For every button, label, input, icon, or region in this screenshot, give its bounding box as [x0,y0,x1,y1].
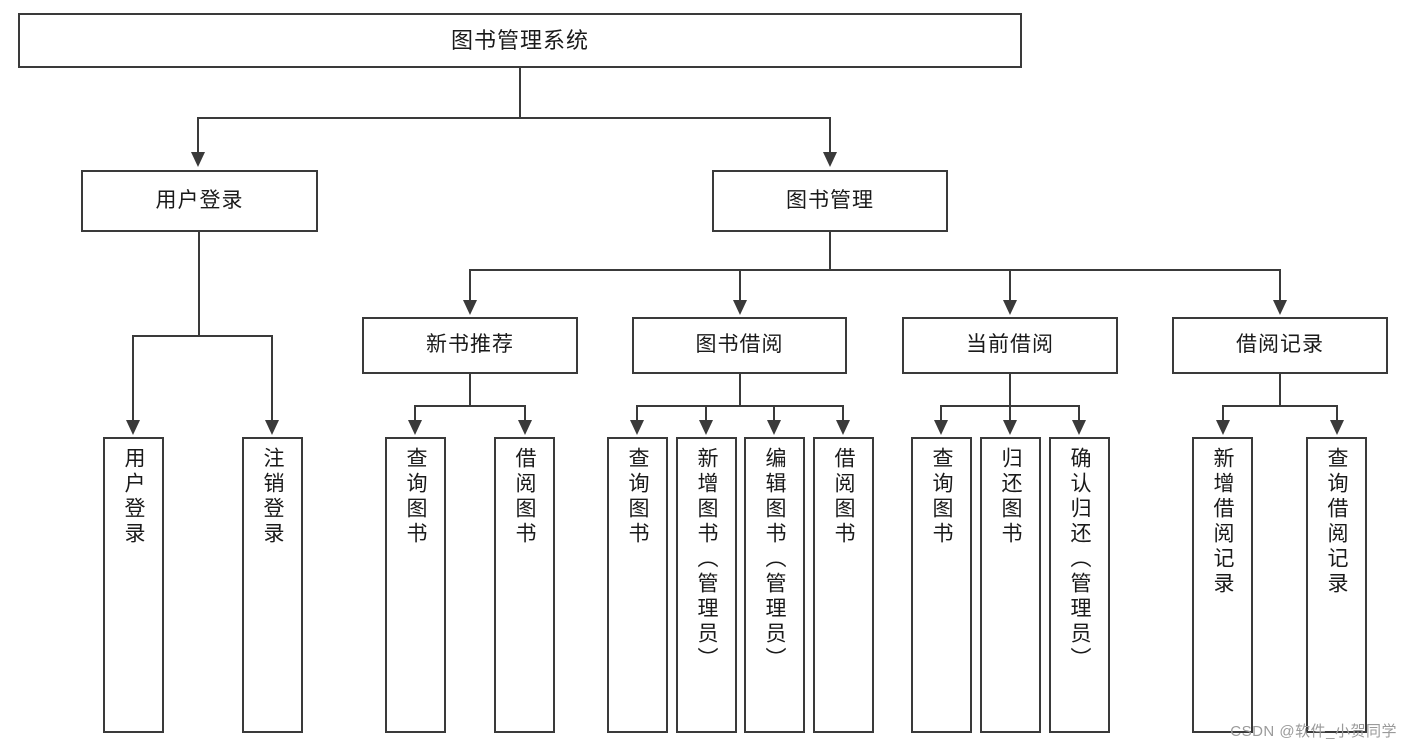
arrowhead-bb-leaf-1 [630,420,644,435]
arrowhead-new-book-recommend [463,300,477,315]
node-new-book-recommend[interactable]: 新书推荐 [362,317,578,374]
leaf-current-borrow-query-book[interactable]: 查询图书 [911,437,972,733]
arrowhead-borrow-record [1273,300,1287,315]
arrowhead-user-login [191,152,205,167]
connector-borrow-record-stem [1279,374,1281,406]
leaf-new-book-query-book[interactable]: 查询图书 [385,437,446,733]
leaf-book-borrow-query-book[interactable]: 查询图书 [607,437,668,733]
arrowhead-current-borrow [1003,300,1017,315]
node-borrow-record[interactable]: 借阅记录 [1172,317,1388,374]
connector-drop-br-leaf-2 [1336,405,1338,421]
arrowhead-bb-leaf-4 [836,420,850,435]
node-root-book-management-system[interactable]: 图书管理系统 [18,13,1022,68]
node-label: 查询图书 [930,447,953,547]
connector-book-borrow-bus [636,405,844,407]
node-user-login[interactable]: 用户登录 [81,170,318,232]
node-label: 图书借阅 [695,333,784,357]
arrowhead-nbr-leaf-2 [518,420,532,435]
node-label: 用户登录 [155,188,244,212]
connector-book-borrow-stem [739,374,741,406]
node-label: 图书管理系统 [450,27,589,53]
connector-level1-bus [197,117,831,119]
connector-drop-current-borrow [1009,269,1011,301]
connector-user-login-bus [132,335,273,337]
leaf-user-login-login[interactable]: 用户登录 [103,437,164,733]
connector-book-management-stem [829,232,831,270]
arrowhead-book-management [823,152,837,167]
arrowhead-user-login-leaf-1 [126,420,140,435]
connector-drop-bb-leaf-4 [842,405,844,421]
node-label: 注销登录 [261,447,284,547]
leaf-user-login-logout[interactable]: 注销登录 [242,437,303,733]
connector-drop-cb-leaf-3 [1078,405,1080,421]
connector-drop-new-book-recommend [469,269,471,301]
arrowhead-br-leaf-2 [1330,420,1344,435]
node-label: 查询借阅记录 [1325,447,1348,597]
node-book-borrow[interactable]: 图书借阅 [632,317,847,374]
node-label: 借阅图书 [513,447,536,547]
leaf-book-borrow-borrow-book[interactable]: 借阅图书 [813,437,874,733]
leaf-book-borrow-add-book-admin[interactable]: 新增图书（管理员） [676,437,737,733]
connector-new-book-recommend-stem [469,374,471,406]
node-label: 图书管理 [786,188,874,212]
node-label: 查询图书 [404,447,427,547]
arrowhead-cb-leaf-1 [934,420,948,435]
connector-new-book-recommend-bus [414,405,526,407]
connector-drop-user-login-leaf-2 [271,335,273,421]
connector-drop-br-leaf-1 [1222,405,1224,421]
connector-drop-cb-leaf-2 [1009,405,1011,421]
arrowhead-bb-leaf-3 [767,420,781,435]
node-current-borrow[interactable]: 当前借阅 [902,317,1118,374]
watermark-text: CSDN @软件_小贺同学 [1230,723,1397,740]
arrowhead-bb-leaf-2 [699,420,713,435]
node-label: 借阅记录 [1236,333,1324,357]
node-label: 当前借阅 [966,333,1054,357]
connector-drop-user-login [197,117,199,153]
arrowhead-user-login-leaf-2 [265,420,279,435]
node-book-management[interactable]: 图书管理 [712,170,948,232]
connector-drop-bb-leaf-3 [773,405,775,421]
node-label: 查询图书 [626,447,649,547]
node-label: 借阅图书 [832,447,855,547]
connector-drop-nbr-leaf-1 [414,405,416,421]
node-label: 新增借阅记录 [1211,447,1234,597]
connector-borrow-record-bus [1222,405,1338,407]
arrowhead-cb-leaf-2 [1003,420,1017,435]
leaf-current-borrow-return-book[interactable]: 归还图书 [980,437,1041,733]
node-label: 编辑图书（管理员） [763,447,786,672]
connector-current-borrow-stem [1009,374,1011,406]
leaf-current-borrow-confirm-return-admin[interactable]: 确认归还（管理员） [1049,437,1110,733]
leaf-book-borrow-edit-book-admin[interactable]: 编辑图书（管理员） [744,437,805,733]
connector-drop-bb-leaf-1 [636,405,638,421]
connector-drop-book-management [829,117,831,153]
arrowhead-book-borrow [733,300,747,315]
node-label: 新书推荐 [426,333,514,357]
leaf-new-book-borrow-book[interactable]: 借阅图书 [494,437,555,733]
connector-drop-cb-leaf-1 [940,405,942,421]
connector-root-stem [519,68,521,118]
connector-drop-nbr-leaf-2 [524,405,526,421]
node-label: 确认归还（管理员） [1068,447,1091,672]
leaf-borrow-record-add-record[interactable]: 新增借阅记录 [1192,437,1253,733]
connector-drop-bb-leaf-2 [705,405,707,421]
connector-user-login-stem [198,232,200,336]
connector-drop-borrow-record [1279,269,1281,301]
connector-drop-book-borrow [739,269,741,301]
node-label: 归还图书 [999,447,1022,547]
node-label: 用户登录 [122,447,145,547]
node-label: 新增图书（管理员） [695,447,718,672]
arrowhead-br-leaf-1 [1216,420,1230,435]
arrowhead-cb-leaf-3 [1072,420,1086,435]
connector-drop-user-login-leaf-1 [132,335,134,421]
arrowhead-nbr-leaf-1 [408,420,422,435]
leaf-borrow-record-query-record[interactable]: 查询借阅记录 [1306,437,1367,733]
connector-level3-bus [469,269,1281,271]
